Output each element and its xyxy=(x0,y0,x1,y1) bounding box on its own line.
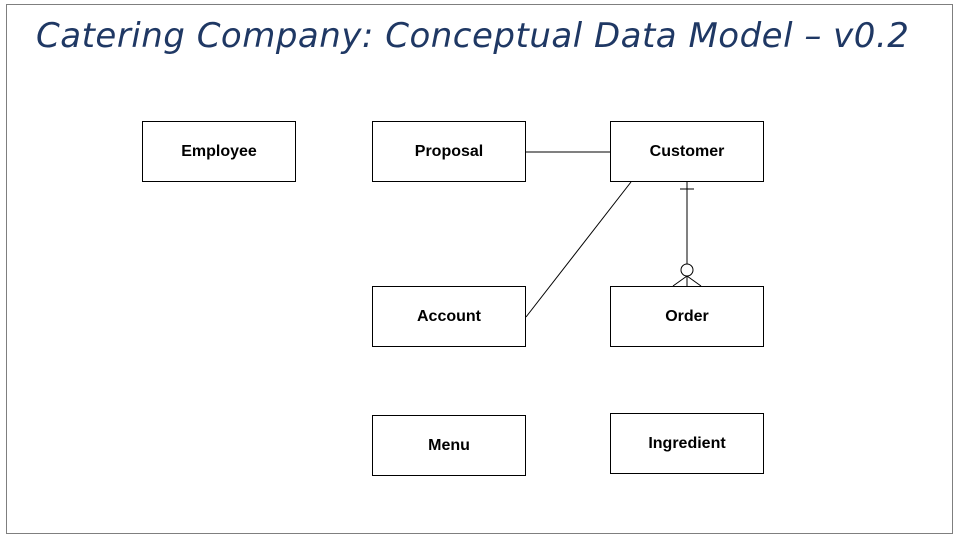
entity-ingredient[interactable]: Ingredient xyxy=(610,413,764,474)
entity-order-label: Order xyxy=(665,307,709,325)
entity-order[interactable]: Order xyxy=(610,286,764,347)
entity-proposal-label: Proposal xyxy=(414,142,484,160)
entity-employee[interactable]: Employee xyxy=(142,121,296,182)
entity-menu-label: Menu xyxy=(428,436,470,454)
entity-ingredient-label: Ingredient xyxy=(648,434,726,452)
entity-customer[interactable]: Customer xyxy=(610,121,764,182)
entity-account[interactable]: Account xyxy=(372,286,526,347)
entity-employee-label: Employee xyxy=(181,142,257,160)
entity-menu[interactable]: Menu xyxy=(372,415,526,476)
entity-proposal[interactable]: Proposal xyxy=(372,121,526,182)
diagram-title: Catering Company: Conceptual Data Model … xyxy=(36,16,910,56)
entity-customer-label: Customer xyxy=(649,142,725,160)
entity-account-label: Account xyxy=(417,307,481,325)
